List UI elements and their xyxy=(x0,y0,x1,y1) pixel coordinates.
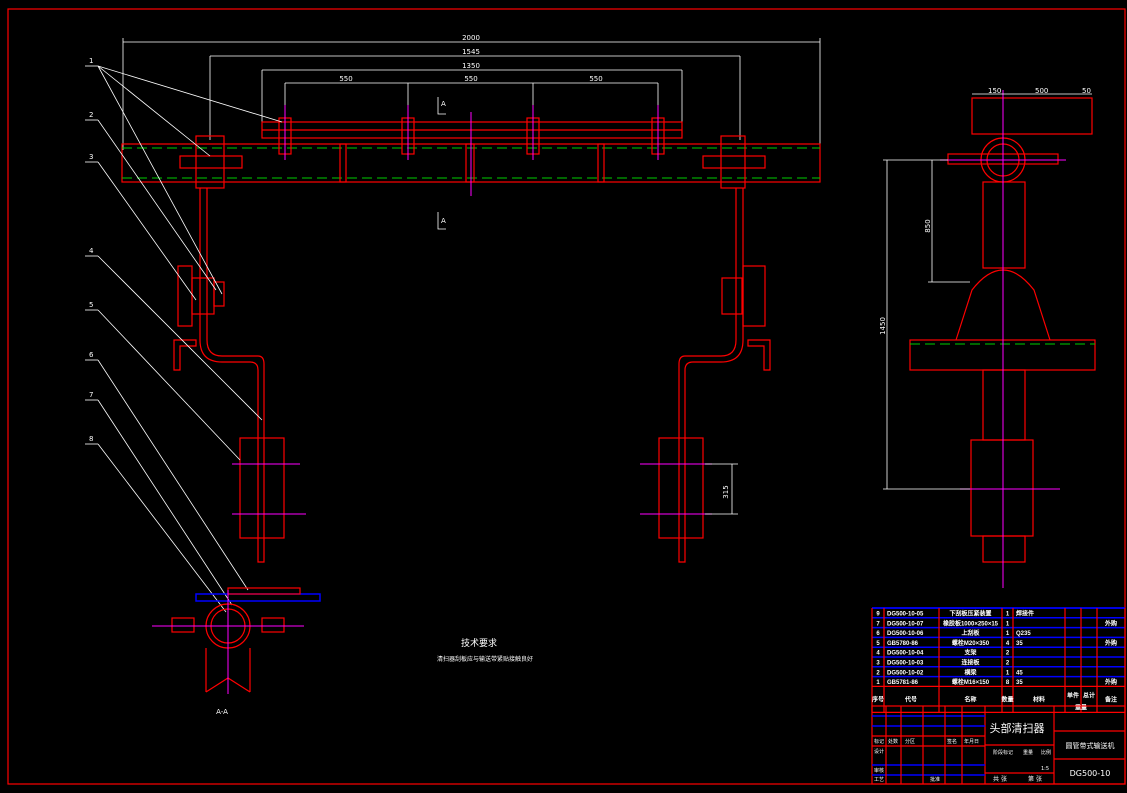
dim-scraper-length: 1350 xyxy=(462,62,480,70)
bom-header-note: 备注 xyxy=(1104,695,1117,703)
bom-cell-qty: 8 xyxy=(1006,680,1010,686)
bom-header-no: 序号 xyxy=(871,695,884,703)
section-marker-bottom: A xyxy=(441,217,446,225)
bom-cell-code: DG500-10-06 xyxy=(887,631,924,637)
bom-cell-name: 横梁 xyxy=(964,668,976,676)
bom-cell-qty: 2 xyxy=(1006,651,1010,657)
callout-8: 8 xyxy=(89,435,93,443)
label-stage: 阶段标记 xyxy=(993,749,1013,756)
drawing-number: DG500-10 xyxy=(1070,769,1111,778)
bom-cell-qty: 4 xyxy=(1006,641,1010,647)
bom-header-material: 材料 xyxy=(1032,695,1045,703)
bom-cell-no: 4 xyxy=(876,651,880,657)
side-dim-4: 850 xyxy=(924,219,932,232)
label-approve: 批准 xyxy=(930,776,940,783)
bom-cell-qty: 1 xyxy=(1006,621,1010,627)
dim-seg-1: 550 xyxy=(339,75,352,83)
bom-header-qty: 数量 xyxy=(1001,695,1013,703)
bom-cell-qty: 1 xyxy=(1006,631,1010,637)
label-design: 设计 xyxy=(874,748,884,755)
bom-cell-code: DG500-10-05 xyxy=(887,612,924,618)
bom-header-name: 名称 xyxy=(964,695,976,703)
title-block: 头部清扫器 圆管带式输送机 DG500-10 1:5 阶段标记 重量 比例 共 … xyxy=(871,705,1126,785)
callout-3: 3 xyxy=(89,153,93,161)
bom-table: 9 DG500-10-05 下刮板压紧装置 1 焊接件 7 DG500-10-07 橡胶板10… xyxy=(871,607,1126,714)
bom-cell-name: 螺栓M16×150 xyxy=(952,678,990,686)
bom-cell-note: 外购 xyxy=(1104,639,1117,647)
callout-6: 6 xyxy=(89,351,94,359)
tech-req-text: 清扫器刮板应与输送带紧贴接触良好 xyxy=(437,655,533,663)
side-view: 150 500 50 850 1450 xyxy=(879,87,1096,588)
front-view: 315 A A xyxy=(121,97,821,563)
section-label: A-A xyxy=(216,708,228,716)
dim-overall: 2000 xyxy=(462,34,480,42)
label-date: 年月日 xyxy=(964,738,979,745)
bom-cell-code: GB5780-86 xyxy=(887,641,919,647)
bom-cell-no: 2 xyxy=(876,670,880,676)
dim-bolt-span: 1545 xyxy=(462,48,480,56)
bom-cell-qty: 1 xyxy=(1006,670,1010,676)
label-weight: 重量 xyxy=(1023,749,1033,756)
label-sign: 签名 xyxy=(947,738,957,745)
bom-cell-name: 连接板 xyxy=(961,659,980,667)
label-scale: 比例 xyxy=(1041,749,1051,756)
section-marker-top: A xyxy=(441,100,446,108)
section-a-a: A-A xyxy=(152,587,321,716)
bom-cell-no: 9 xyxy=(876,612,880,618)
bom-header-total: 总计 xyxy=(1083,691,1095,699)
scale-value: 1:5 xyxy=(1041,766,1049,772)
bom-cell-note: 外购 xyxy=(1104,678,1117,686)
label-sheets: 共 张 xyxy=(993,775,1007,783)
side-dim-2: 500 xyxy=(1035,87,1048,95)
bom-cell-qty: 1 xyxy=(1006,612,1010,618)
bom-cell-code: DG500-10-02 xyxy=(887,670,924,676)
bom-cell-code: DG500-10-07 xyxy=(887,621,924,627)
label-count: 处数 xyxy=(888,738,898,745)
bom-header-code: 代号 xyxy=(904,695,917,703)
label-zone: 分区 xyxy=(905,738,915,745)
callouts xyxy=(85,65,283,613)
drawing-border xyxy=(7,8,1126,785)
bom-cell-code: DG500-10-04 xyxy=(887,651,924,657)
bom-cell-name: 螺栓M20×350 xyxy=(952,639,990,647)
callout-2: 2 xyxy=(89,111,93,119)
callout-7: 7 xyxy=(89,391,93,399)
bom-cell-material: 35 xyxy=(1016,641,1023,647)
bom-cell-name: 橡胶板1000×250×15 xyxy=(943,619,999,627)
bom-cell-no: 6 xyxy=(876,631,880,637)
dim-seg-3: 550 xyxy=(589,75,602,83)
side-dim-3: 50 xyxy=(1082,87,1091,95)
drawing-title: 头部清扫器 xyxy=(990,721,1045,735)
bom-cell-name: 下刮板压紧装置 xyxy=(949,610,991,618)
label-process: 工艺 xyxy=(874,777,884,783)
bom-cell-code: DG500-10-03 xyxy=(887,661,924,667)
dim-seg-2: 550 xyxy=(464,75,477,83)
tech-req-title: 技术要求 xyxy=(461,637,497,649)
label-sheet: 第 张 xyxy=(1028,775,1042,783)
bom-cell-material: Q235 xyxy=(1016,631,1031,637)
bom-cell-name: 上刮板 xyxy=(961,629,980,637)
bom-header-weight: 重量 xyxy=(1075,703,1087,711)
bom-header-unit: 单件 xyxy=(1067,691,1079,699)
bom-cell-note: 外购 xyxy=(1104,619,1117,627)
callout-4: 4 xyxy=(89,247,94,255)
bom-cell-name: 支架 xyxy=(963,649,976,657)
label-mark: 标记 xyxy=(874,738,884,745)
callout-1: 1 xyxy=(89,57,93,65)
side-dim-5: 1450 xyxy=(879,317,887,335)
dim-bolt-pitch: 315 xyxy=(722,485,730,498)
callout-5: 5 xyxy=(89,301,93,309)
label-check: 审核 xyxy=(874,767,884,774)
bom-cell-qty: 2 xyxy=(1006,661,1010,667)
product-name: 圆管带式输送机 xyxy=(1066,741,1115,750)
bom-cell-no: 7 xyxy=(876,621,880,627)
bom-cell-no: 1 xyxy=(876,680,880,686)
bom-cell-no: 3 xyxy=(876,661,880,667)
bom-cell-code: GB5781-86 xyxy=(887,680,919,686)
bom-cell-no: 5 xyxy=(876,641,880,647)
bom-cell-material: 45 xyxy=(1016,670,1023,676)
bom-cell-material: 焊接件 xyxy=(1016,610,1034,618)
bom-cell-material: 35 xyxy=(1016,680,1023,686)
side-dim-1: 150 xyxy=(988,87,1001,95)
